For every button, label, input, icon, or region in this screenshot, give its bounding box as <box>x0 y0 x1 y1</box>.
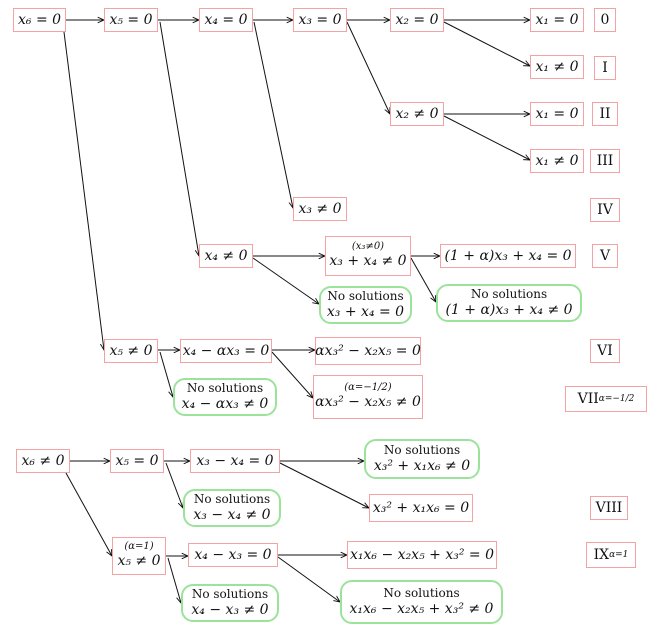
arrow-12 <box>63 31 104 350</box>
arrow-14 <box>252 257 319 304</box>
arrow-30 <box>277 556 340 602</box>
arrow-25 <box>279 462 369 508</box>
arrow-11 <box>159 21 199 256</box>
arrow-6 <box>443 21 530 66</box>
node-x1-eq-0-b: x₁ = 0 <box>530 102 584 126</box>
case-label-VIII: VIII <box>590 496 628 520</box>
arrow-28 <box>167 557 181 603</box>
node-x4-minus-alpha-x3-eq-0: x₄ − αx₃ = 0 <box>180 339 272 363</box>
arrow-10 <box>253 21 293 208</box>
node-x1-neq-0-b: x₁ ≠ 0 <box>530 149 584 173</box>
node-x3-eq-0: x₃ = 0 <box>293 8 347 32</box>
node-x3-neq-0: x₃ ≠ 0 <box>293 197 347 221</box>
node-x3-minus-x4-eq-0: x₃ − x₄ = 0 <box>190 449 280 473</box>
case-label-V: V <box>592 244 618 268</box>
node-x2-neq-0: x₂ ≠ 0 <box>390 102 444 126</box>
arrow-23 <box>165 462 183 508</box>
node-x5-eq-0: x₅ = 0 <box>104 8 158 32</box>
arrow-7 <box>346 21 390 114</box>
case-label-VI: VI <box>590 339 620 363</box>
node-x4-minus-x3-eq-0: x₄ − x₃ = 0 <box>188 543 278 567</box>
arrow-18 <box>159 351 173 397</box>
node-x5-eq-0-b: x₅ = 0 <box>110 449 164 473</box>
case-label-III: III <box>590 149 620 173</box>
node-x1x6-minus-x2x5-plus-x3sq-eq-0: x₁x₆ − x₂x₅ + x₃² = 0 <box>347 541 497 569</box>
arrow-16 <box>410 257 436 302</box>
arrow-20 <box>271 351 313 398</box>
case-label-0: 0 <box>594 8 616 32</box>
arrow-9 <box>443 115 530 160</box>
node-x5-neq-0-alpha-1: (α=1)x₅ ≠ 0 <box>112 537 166 575</box>
node-x4-neq-0: x₄ ≠ 0 <box>199 244 253 268</box>
node-x6-neq-0: x₆ ≠ 0 <box>16 449 70 473</box>
arrow-26 <box>65 472 112 556</box>
node-1-plus-alpha-x3-plus-x4-eq-0: (1 + α)x₃ + x₄ = 0 <box>440 244 576 268</box>
node-x1-eq-0-a: x₁ = 0 <box>530 8 584 32</box>
node-x3-plus-x4-neq-0: (x₃≠0)x₃ + x₄ ≠ 0 <box>325 236 411 276</box>
case-label-I: I <box>594 56 616 80</box>
node-x1-neq-0-a: x₁ ≠ 0 <box>530 55 584 79</box>
node-x5-neq-0: x₅ ≠ 0 <box>104 339 158 363</box>
case-label-II: II <box>592 102 618 126</box>
node-x3sq-plus-x1x6-eq-0: x₃² + x₁x₆ = 0 <box>369 494 473 522</box>
node-x4-eq-0: x₄ = 0 <box>199 8 253 32</box>
case-label-IV: IV <box>590 198 620 222</box>
node-x6-eq-0: x₆ = 0 <box>13 8 66 32</box>
node-alpha-x3sq-minus-x2x5-neq-0: (α=−1/2)αx₃² − x₂x₅ ≠ 0 <box>313 375 423 419</box>
node-x2-eq-0: x₂ = 0 <box>390 8 444 32</box>
node-alpha-x3sq-minus-x2x5-eq-0: αx₃² − x₂x₅ = 0 <box>315 337 421 365</box>
no-solutions-1-plus-alpha-neq-0: No solutions(1 + α)x₃ + x₄ ≠ 0 <box>436 284 582 322</box>
